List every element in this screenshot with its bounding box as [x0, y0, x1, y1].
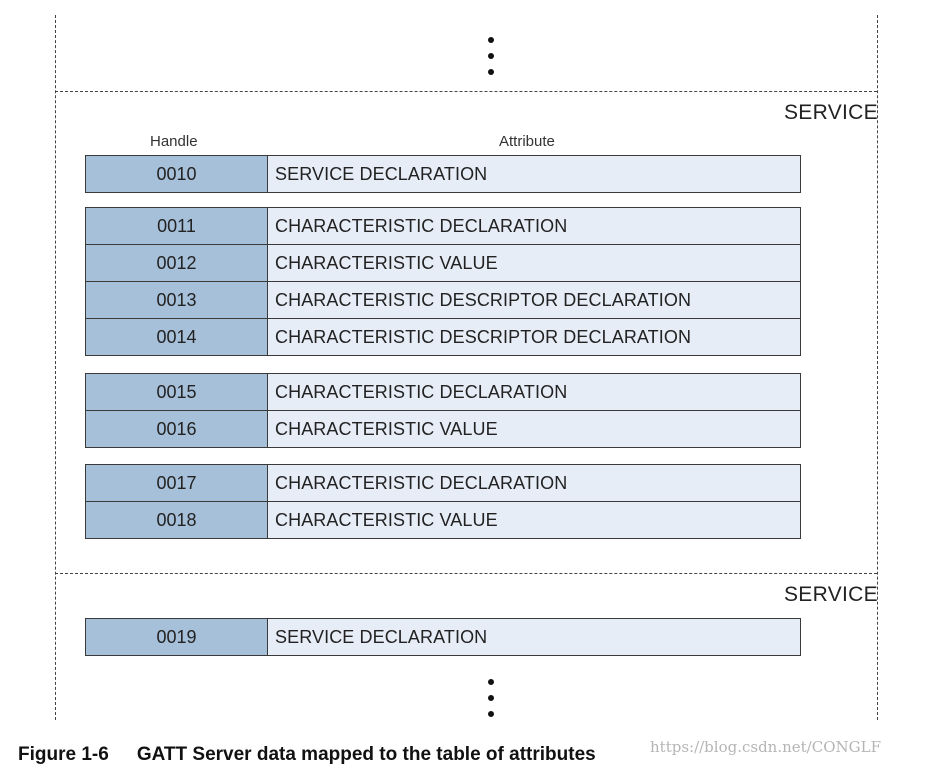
attribute-cell: CHARACTERISTIC VALUE: [268, 502, 800, 538]
service-label-2: SERVICE: [784, 583, 878, 606]
attribute-row: 0010 SERVICE DECLARATION: [85, 155, 801, 193]
attribute-row: 0013 CHARACTERISTIC DESCRIPTOR DECLARATI…: [85, 282, 801, 319]
figure-number: Figure 1-6: [18, 744, 109, 765]
handle-cell: 0019: [86, 619, 268, 655]
right-dashed-border: [877, 15, 878, 720]
attribute-row: 0011 CHARACTERISTIC DECLARATION: [85, 207, 801, 245]
handle-cell: 0016: [86, 411, 268, 447]
handle-column-header: Handle: [150, 133, 198, 150]
figure-caption-text: GATT Server data mapped to the table of …: [136, 744, 596, 765]
attribute-cell: CHARACTERISTIC DECLARATION: [268, 374, 800, 410]
attribute-cell: CHARACTERISTIC DESCRIPTOR DECLARATION: [268, 319, 800, 355]
handle-cell: 0017: [86, 465, 268, 501]
handle-cell: 0018: [86, 502, 268, 538]
service-separator-2: [55, 573, 877, 574]
attribute-row: 0012 CHARACTERISTIC VALUE: [85, 245, 801, 282]
handle-cell: 0013: [86, 282, 268, 318]
attribute-row: 0014 CHARACTERISTIC DESCRIPTOR DECLARATI…: [85, 319, 801, 356]
attribute-cell: CHARACTERISTIC DECLARATION: [268, 208, 800, 244]
attribute-group-characteristic-3: 0017 CHARACTERISTIC DECLARATION 0018 CHA…: [85, 464, 801, 539]
watermark: https://blog.csdn.net/CONGLF: [650, 738, 881, 756]
attribute-cell: SERVICE DECLARATION: [268, 619, 800, 655]
attribute-cell: CHARACTERISTIC DESCRIPTOR DECLARATION: [268, 282, 800, 318]
service-separator-1: [55, 91, 877, 92]
service-label-1: SERVICE: [784, 101, 878, 124]
attribute-cell: SERVICE DECLARATION: [268, 156, 800, 192]
handle-cell: 0012: [86, 245, 268, 281]
handle-cell: 0011: [86, 208, 268, 244]
attribute-row: 0018 CHARACTERISTIC VALUE: [85, 502, 801, 539]
handle-cell: 0015: [86, 374, 268, 410]
attribute-cell: CHARACTERISTIC DECLARATION: [268, 465, 800, 501]
attribute-group-characteristic-2: 0015 CHARACTERISTIC DECLARATION 0016 CHA…: [85, 373, 801, 448]
attribute-row: 0016 CHARACTERISTIC VALUE: [85, 411, 801, 448]
attribute-group-service-1: 0010 SERVICE DECLARATION: [85, 155, 801, 193]
left-dashed-border: [55, 15, 56, 720]
figure-caption: Figure 1-6 GATT Server data mapped to the…: [18, 744, 596, 766]
attribute-column-header: Attribute: [499, 133, 555, 150]
handle-cell: 0010: [86, 156, 268, 192]
attribute-group-service-2: 0019 SERVICE DECLARATION: [85, 618, 801, 656]
attribute-cell: CHARACTERISTIC VALUE: [268, 245, 800, 281]
attribute-row: 0017 CHARACTERISTIC DECLARATION: [85, 464, 801, 502]
attribute-cell: CHARACTERISTIC VALUE: [268, 411, 800, 447]
attribute-row: 0015 CHARACTERISTIC DECLARATION: [85, 373, 801, 411]
attribute-row: 0019 SERVICE DECLARATION: [85, 618, 801, 656]
handle-cell: 0014: [86, 319, 268, 355]
attribute-group-characteristic-1: 0011 CHARACTERISTIC DECLARATION 0012 CHA…: [85, 207, 801, 356]
